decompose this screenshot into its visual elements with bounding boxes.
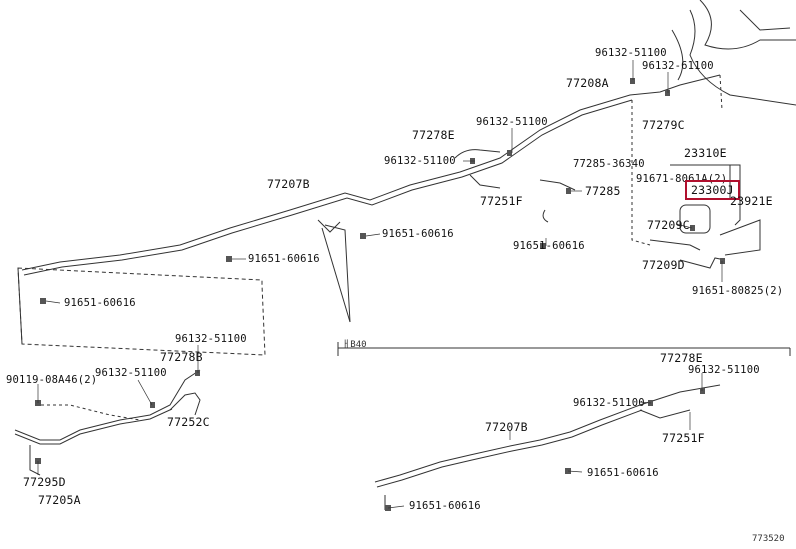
label-91651-60616-e[interactable]: 91651-60616 <box>587 467 659 479</box>
label-96132-51100-e[interactable]: 96132-51100 <box>175 333 247 345</box>
label-96132-61100[interactable]: 96132-61100 <box>642 60 714 72</box>
label-77205a[interactable]: 77205A <box>38 493 81 507</box>
label-77251f-2[interactable]: 77251F <box>662 431 705 445</box>
label-91651-60616-a[interactable]: 91651-60616 <box>513 240 585 252</box>
label-77278b[interactable]: 77278B <box>160 350 203 364</box>
label-77278e[interactable]: 77278E <box>412 128 455 142</box>
figure-id: 773520 <box>752 534 785 544</box>
label-96132-51100-h[interactable]: 96132-51100 <box>573 397 645 409</box>
label-96132-51100-g[interactable]: 96132-51100 <box>688 364 760 376</box>
label-77285[interactable]: 77285 <box>585 184 621 198</box>
label-23300j-highlighted[interactable]: 23300J <box>685 180 740 200</box>
label-91651-60616-c[interactable]: 91651-60616 <box>382 228 454 240</box>
label-77285-36340[interactable]: 77285-36340 <box>573 158 645 170</box>
label-77295d[interactable]: 77295D <box>23 475 66 489</box>
label-96132-51100-b[interactable]: 96132-51100 <box>476 116 548 128</box>
label-91651-60616-d[interactable]: 91651-60616 <box>64 297 136 309</box>
label-77208a[interactable]: 77208A <box>566 76 609 90</box>
label-77251f[interactable]: 77251F <box>480 194 523 208</box>
label-77278e-2[interactable]: 77278E <box>660 351 703 365</box>
label-91651-60616-f[interactable]: 91651-60616 <box>409 500 481 512</box>
label-77279c[interactable]: 77279C <box>642 118 685 132</box>
label-77207b[interactable]: 77207B <box>267 177 310 191</box>
label-96132-51100-top[interactable]: 96132-51100 <box>595 47 667 59</box>
label-77209c[interactable]: 77209C <box>647 218 690 232</box>
label-90119-08a46[interactable]: 90119-08A46(2) <box>6 374 98 386</box>
label-96132-51100-c[interactable]: 96132-51100 <box>384 155 456 167</box>
label-77207b-2[interactable]: 77207B <box>485 420 528 434</box>
reference-note: ㅐB40 <box>342 340 367 350</box>
label-96132-51100-f[interactable]: 96132-51100 <box>95 367 167 379</box>
label-23310e[interactable]: 23310E <box>684 146 727 160</box>
label-91671-8061a[interactable]: 91671-8061A(2) <box>636 173 728 185</box>
label-23921e[interactable]: 23921E <box>730 194 773 208</box>
label-77252c[interactable]: 77252C <box>167 415 210 429</box>
label-77209d[interactable]: 77209D <box>642 258 685 272</box>
label-91651-60616-b[interactable]: 91651-60616 <box>248 253 320 265</box>
label-91651-80825[interactable]: 91651-80825(2) <box>692 285 784 297</box>
